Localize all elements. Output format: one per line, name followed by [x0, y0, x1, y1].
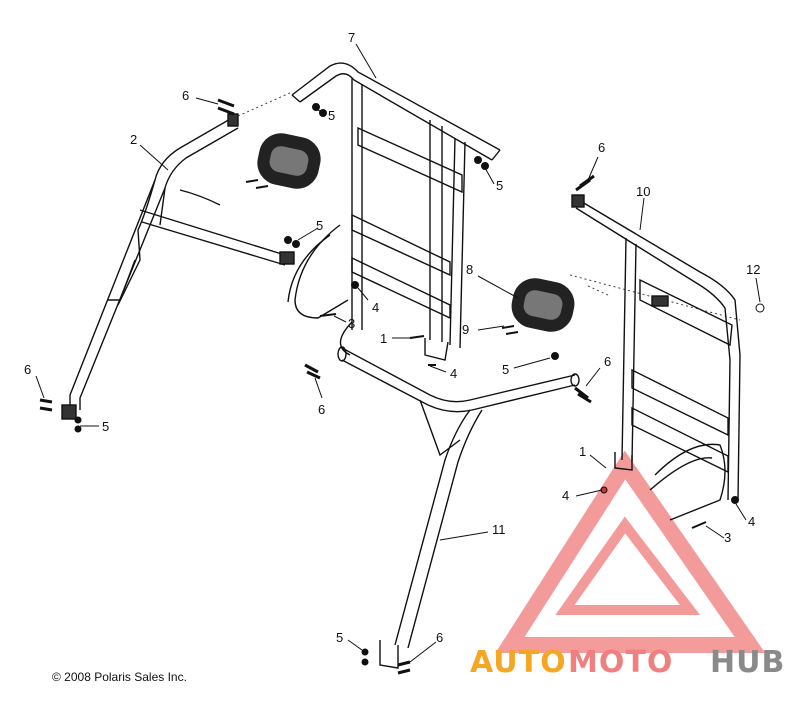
part-8-light-lower — [511, 278, 575, 332]
watermark-auto: AUTO — [470, 645, 567, 680]
assembly-guides — [237, 91, 741, 321]
callout-6-far-left: 6 — [24, 362, 31, 377]
leader-lines — [35, 43, 761, 663]
callout-10: 10 — [636, 184, 650, 199]
watermark-moto: MOTO — [568, 645, 673, 680]
callout-1-right: 1 — [579, 444, 586, 459]
part-11-front-bar — [337, 346, 580, 669]
callout-6-center-right: 6 — [604, 354, 611, 369]
part-10-right-frame — [571, 194, 741, 521]
callout-5-far-left: 5 — [102, 419, 109, 434]
copyright-notice: © 2008 Polaris Sales Inc. — [52, 670, 187, 684]
callout-1-left: 1 — [380, 331, 387, 346]
part-8-light-upper — [257, 133, 321, 189]
callout-6-center-left: 6 — [318, 402, 325, 417]
callout-7: 7 — [348, 30, 355, 45]
callout-5-upper-left: 5 — [328, 108, 335, 123]
callout-5-upper-right: 5 — [496, 178, 503, 193]
callout-6-right-top: 6 — [598, 140, 605, 155]
callout-4-far-right: 4 — [748, 514, 755, 529]
callout-5-middle: 5 — [316, 218, 323, 233]
watermark-hub: HUB — [710, 645, 785, 680]
callout-6-bottom: 6 — [436, 630, 443, 645]
callout-4-right: 4 — [562, 488, 569, 503]
hardware — [39, 98, 765, 675]
callout-5-center: 5 — [502, 362, 509, 377]
callout-8: 8 — [466, 262, 473, 277]
callout-4-left: 4 — [372, 300, 379, 315]
callout-11: 11 — [492, 522, 506, 537]
callout-12: 12 — [746, 262, 760, 277]
watermark-logo — [495, 450, 766, 653]
callout-2: 2 — [130, 132, 137, 147]
callout-9: 9 — [462, 322, 469, 337]
callout-4-center: 4 — [450, 366, 457, 381]
callout-6-upper-left: 6 — [182, 88, 189, 103]
watermark-text: AUTO MOTO HUB — [470, 645, 785, 680]
callout-3-right: 3 — [724, 530, 731, 545]
callout-5-bottom: 5 — [336, 630, 343, 645]
part-2-front-frame — [61, 113, 295, 420]
callouts: 7 2 6 5 5 5 6 10 12 8 9 3 4 1 4 5 6 6 6 … — [24, 30, 760, 645]
callout-3-left: 3 — [348, 316, 355, 331]
part-7-rear-frame — [287, 62, 501, 361]
